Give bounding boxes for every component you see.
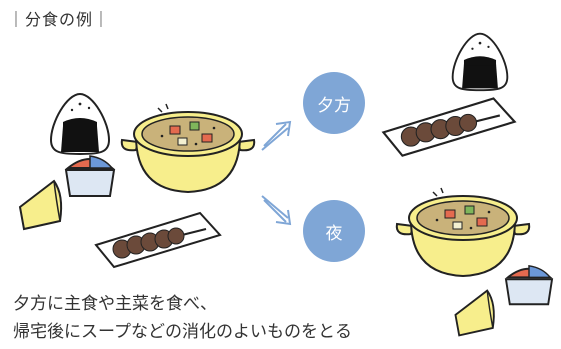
onigiri-left-icon	[49, 92, 111, 156]
arrow-down-right-icon	[261, 195, 292, 226]
cheese-left-icon	[18, 179, 63, 231]
night-label: 夜	[303, 200, 365, 262]
arrow-up-right-icon	[261, 120, 292, 151]
cheese-right-icon	[454, 289, 495, 337]
soup-pot-left-icon	[120, 103, 256, 194]
onigiri-right-icon	[451, 32, 509, 92]
dessert-cup-right-icon	[504, 265, 554, 306]
caption: 夕方に主食や主菜を食べ、 帰宅後にスープなどの消化のよいものをとる	[13, 290, 352, 346]
caption-line-1: 夕方に主食や主菜を食べ、	[13, 294, 217, 314]
caption-line-2: 帰宅後にスープなどの消化のよいものをとる	[13, 322, 352, 342]
skewer-plate-right-icon	[381, 97, 517, 157]
soup-pot-right-icon	[395, 187, 531, 278]
page-title: ｜分食の例｜	[8, 10, 111, 29]
skewer-plate-left-icon	[94, 211, 222, 269]
dessert-cup-left-icon	[64, 155, 116, 197]
evening-label: 夕方	[303, 72, 365, 134]
